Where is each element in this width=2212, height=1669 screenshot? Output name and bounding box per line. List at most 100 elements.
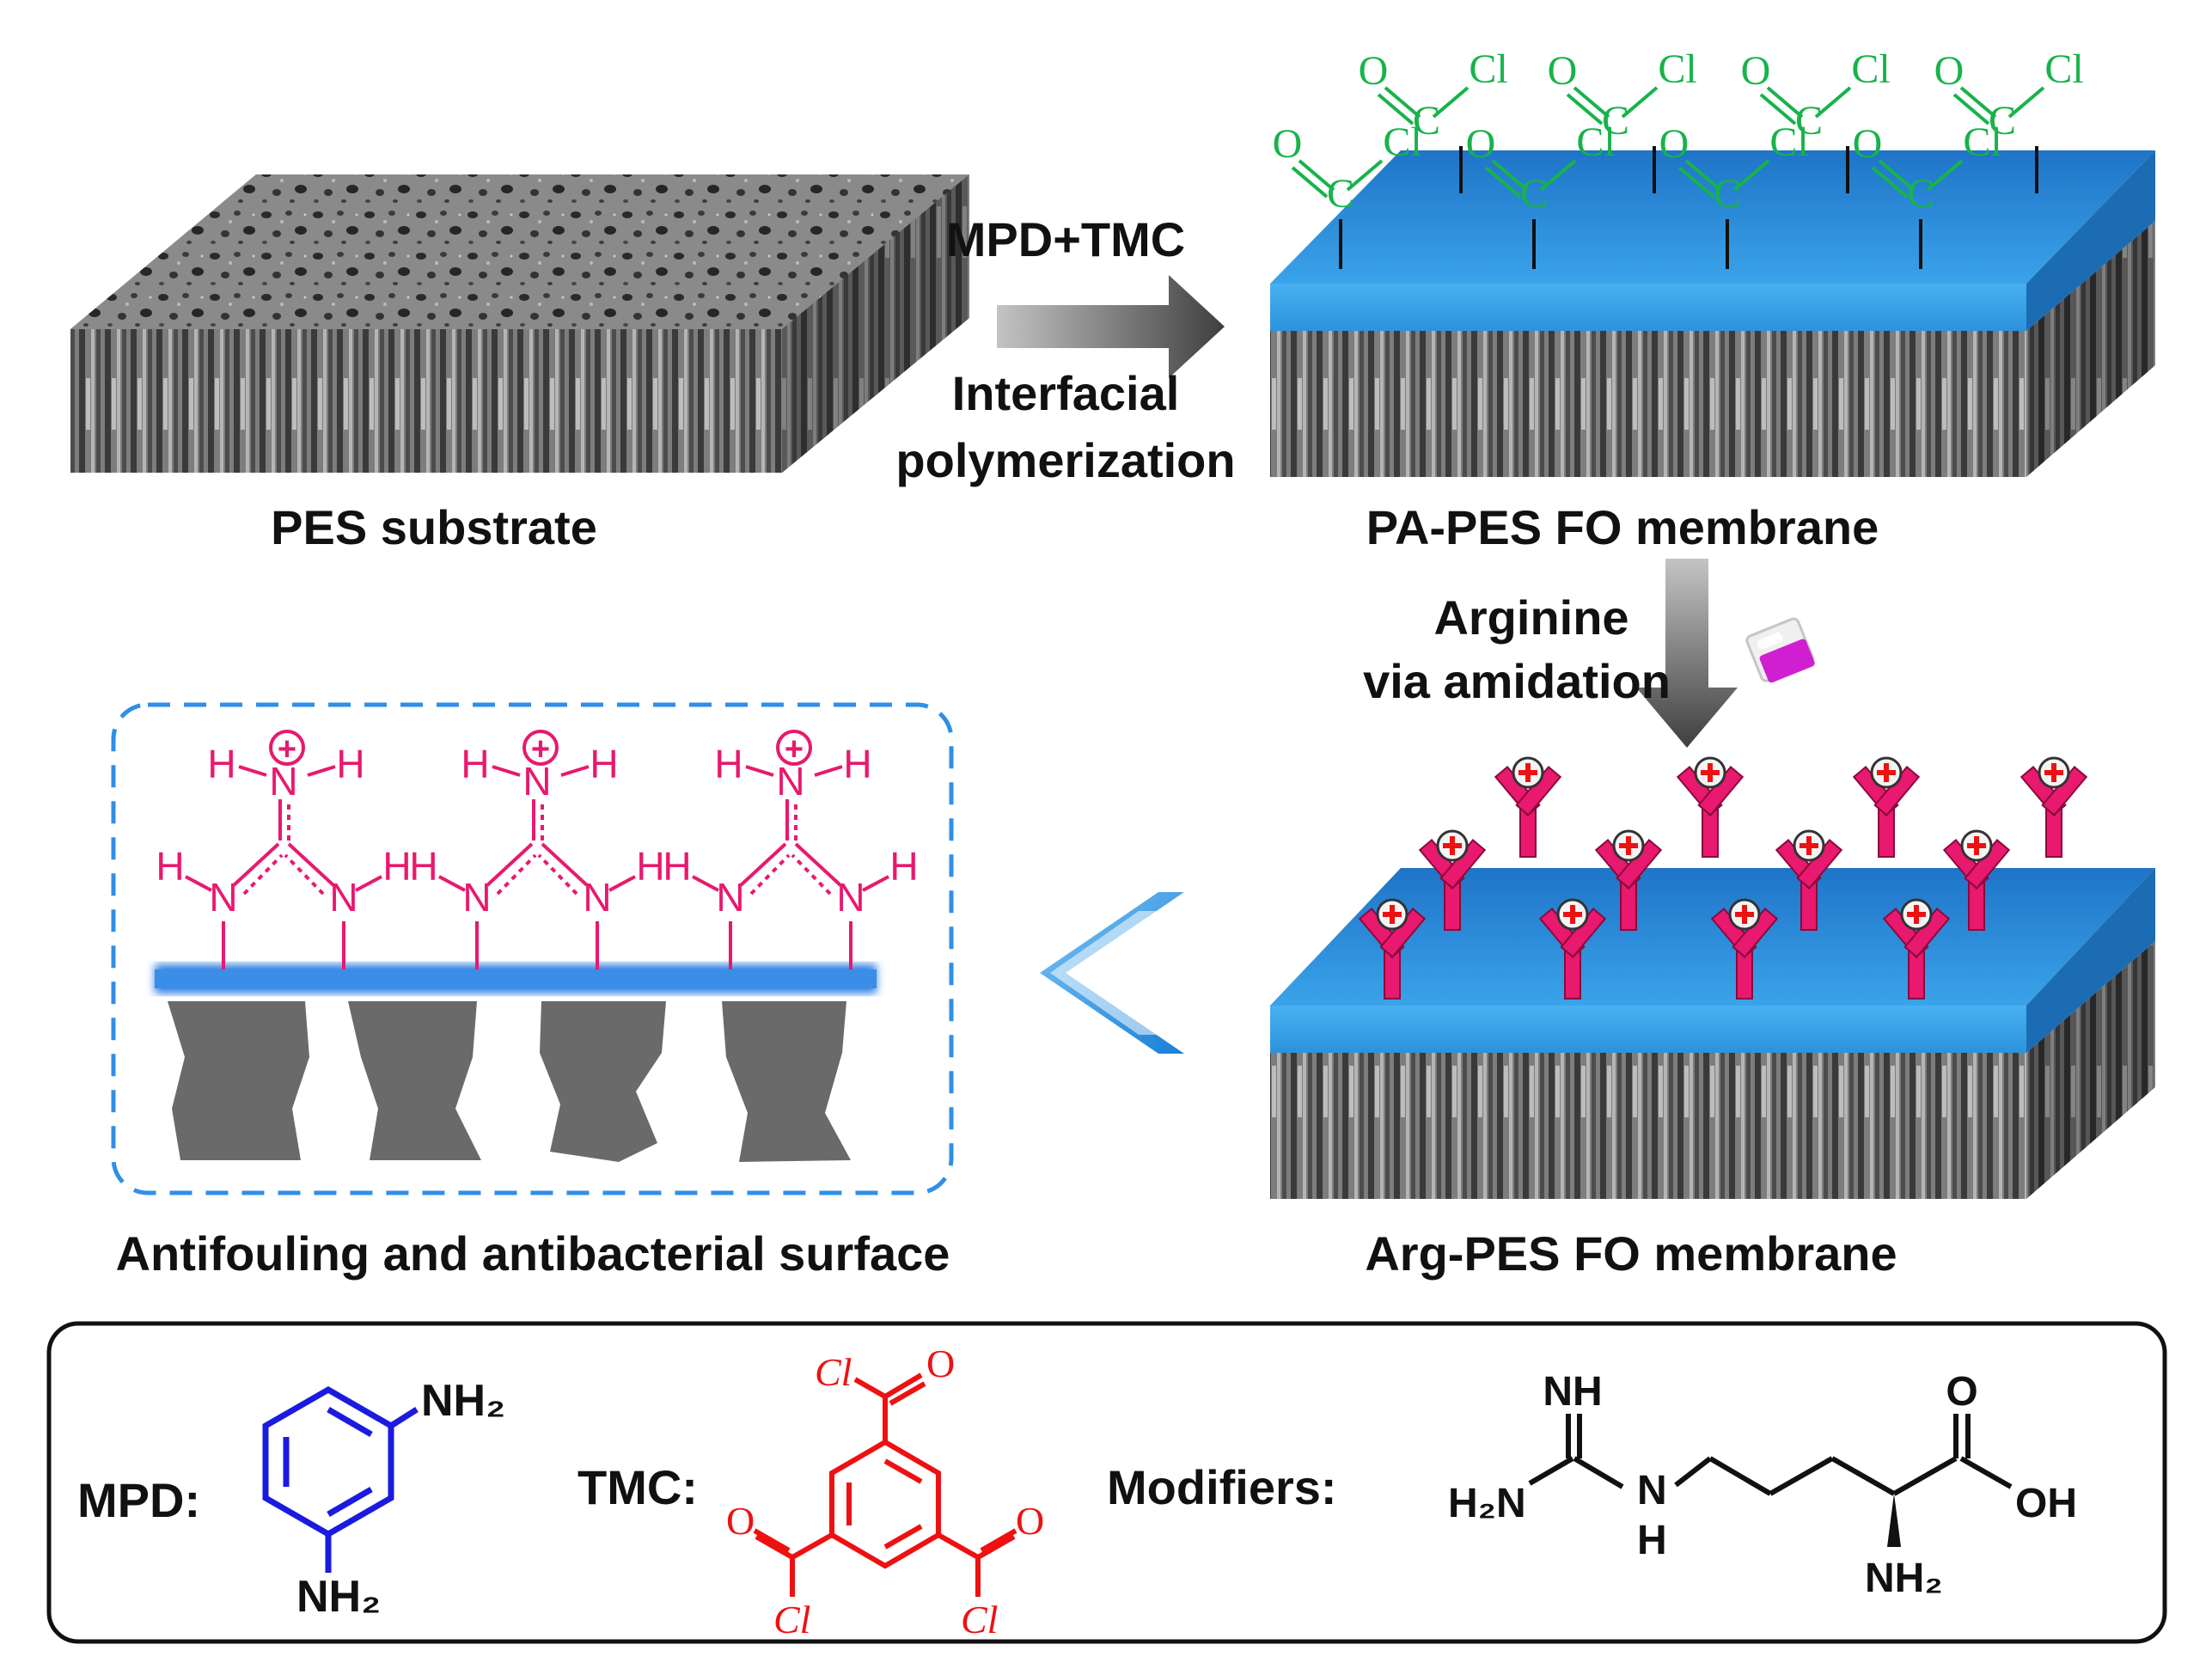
oxygen-atom: O <box>1853 121 1883 167</box>
acyl-chloride-group: O ClC <box>1466 119 1616 269</box>
hydrogen-atom: H <box>409 844 437 889</box>
hydrogen-atom: H <box>461 742 489 786</box>
mpd-label: MPD: <box>77 1473 200 1527</box>
step2-reagent: Arginine <box>1433 590 1628 645</box>
hydrogen-atom: H <box>714 742 742 786</box>
chevron-left-icon <box>1040 892 1184 1054</box>
mpd-amine-bottom: NH₂ <box>296 1572 381 1622</box>
nitrogen-atom: N <box>462 875 491 920</box>
positive-charge-icon <box>522 730 559 766</box>
tmc-cl-top: Cl <box>815 1350 852 1394</box>
nitrogen-atom: N <box>522 759 551 804</box>
modifiers-label: Modifiers: <box>1107 1460 1337 1514</box>
chlorine-atom: Cl <box>1963 119 2001 165</box>
tmc-label: TMC: <box>577 1460 698 1514</box>
arrow-right <box>997 275 1225 378</box>
oxygen-atom: O <box>1659 121 1690 167</box>
positive-charge-sign: + <box>278 731 296 767</box>
arginine-group-icon <box>1852 756 1921 859</box>
chlorine-atom: Cl <box>1658 46 1696 92</box>
arg-amine-left: H₂N <box>1448 1481 1526 1526</box>
oxygen-atom: O <box>1466 121 1496 167</box>
pa-pes-label: PA-PES FO membrane <box>1366 500 1879 554</box>
step1-process-line2: polymerization <box>895 433 1235 487</box>
carbon-atom: C <box>1602 98 1629 144</box>
hydrogen-atom: H <box>889 844 918 889</box>
nitrogen-atom: N <box>209 875 237 920</box>
nitrogen-atom: N <box>776 759 804 804</box>
chlorine-atom: Cl <box>2044 46 2083 92</box>
arg-nitrogen-h: H <box>1637 1518 1667 1563</box>
arg-nitrogen: N <box>1637 1468 1667 1513</box>
arrow-down <box>1636 559 1738 748</box>
arg-pes-block <box>1270 868 2155 1199</box>
arg-hydroxyl: OH <box>2015 1481 2077 1526</box>
nitrogen-atom: N <box>716 875 744 920</box>
carbon-atom: C <box>1327 171 1354 217</box>
tmc-o-left: O <box>726 1499 755 1543</box>
nitrogen-atom: N <box>836 875 865 920</box>
nitrogen-atom: N <box>269 759 297 804</box>
acyl-chloride-group: O ClC <box>1934 46 2084 144</box>
acyl-chloride-group: O ClC <box>1659 119 1809 269</box>
carbon-atom: C <box>1989 98 2016 144</box>
tmc-cl-right: Cl <box>961 1598 998 1641</box>
chlorine-atom: Cl <box>1469 46 1507 92</box>
arg-carbonyl-o: O <box>1946 1369 1977 1415</box>
tmc-o-right: O <box>1016 1499 1044 1543</box>
carbon-atom: C <box>1714 171 1741 217</box>
stereo-wedge <box>1887 1494 1901 1547</box>
nitrogen-atom: N <box>329 875 357 920</box>
hydrogen-atom: H <box>590 742 618 786</box>
pes-substrate-block <box>70 174 969 473</box>
oxygen-atom: O <box>1934 48 1965 94</box>
hydrogen-atom: H <box>382 844 411 889</box>
oxygen-atom: O <box>1741 48 1771 94</box>
polyamide-layer <box>155 969 877 988</box>
surface-detail-frame <box>111 702 954 1195</box>
arg-pes-label: Arg-PES FO membrane <box>1365 1226 1897 1281</box>
hydrogen-atom: H <box>156 844 184 889</box>
cube-icon <box>1745 617 1815 683</box>
step1-reagents: MPD+TMC <box>946 212 1185 266</box>
carbon-atom: C <box>1795 98 1823 144</box>
arginine-group-icon <box>2020 756 2088 859</box>
step1-process-line1: Interfacial <box>952 366 1180 420</box>
positive-charge-icon <box>776 730 812 766</box>
positive-charge-sign: + <box>531 731 550 767</box>
chlorine-atom: Cl <box>1576 119 1615 165</box>
carbon-atom: C <box>1907 171 1934 217</box>
chlorine-atom: Cl <box>1769 119 1808 165</box>
arginine-group-icon <box>1676 756 1745 859</box>
hydrogen-atom: H <box>843 742 871 786</box>
carbon-atom: C <box>1520 171 1548 217</box>
arg-imine: NH <box>1543 1369 1602 1415</box>
oxygen-atom: O <box>1273 121 1303 167</box>
nitrogen-atom: N <box>583 875 611 920</box>
oxygen-atom: O <box>1359 48 1389 94</box>
substrate-columns <box>168 1001 851 1162</box>
mpd-amine-top: NH₂ <box>421 1376 505 1426</box>
tmc-structure <box>753 1372 1017 1597</box>
mpd-structure <box>262 1385 419 1573</box>
arginine-structure <box>1528 1414 2013 1496</box>
tmc-o-top: O <box>926 1342 955 1385</box>
positive-charge-sign: + <box>785 731 804 767</box>
hydrogen-atom: H <box>663 844 691 889</box>
hydrogen-atom: H <box>636 844 664 889</box>
antifouling-label: Antifouling and antibacterial surface <box>116 1226 950 1281</box>
legend-box <box>46 1321 2167 1644</box>
arg-alpha-amine: NH₂ <box>1865 1556 1943 1601</box>
hydrogen-atom: H <box>207 742 235 786</box>
acyl-chloride-group: O ClC <box>1853 119 2002 269</box>
